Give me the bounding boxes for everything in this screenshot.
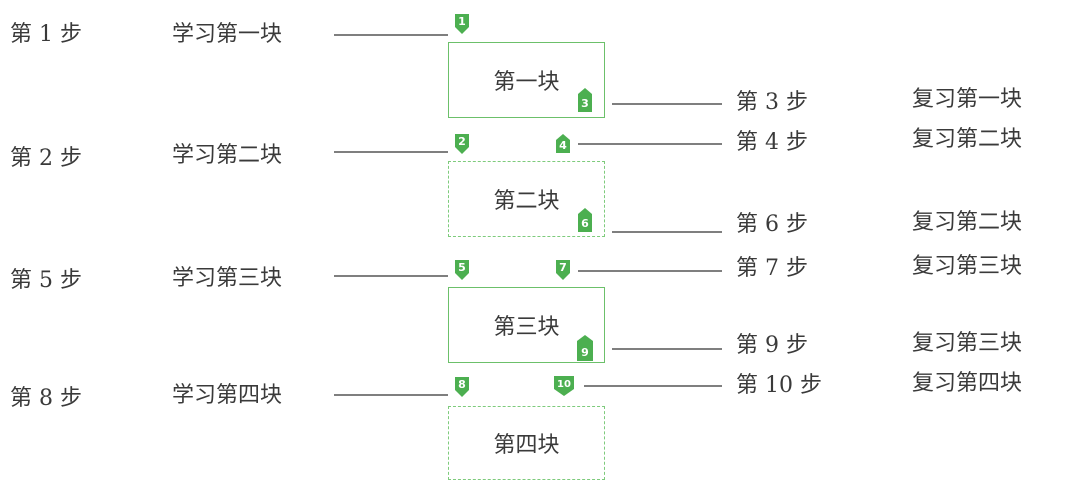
left-step-label: 第 8 步 <box>10 386 82 411</box>
step-marker-3: 3 <box>578 88 592 112</box>
block-2-label: 第二块 <box>493 189 560 214</box>
svg-text:6: 6 <box>581 217 589 230</box>
svg-text:8: 8 <box>458 378 466 391</box>
right-action-label: 复习第三块 <box>912 254 1023 279</box>
block-3: 第三块 <box>448 287 605 363</box>
left-action-label: 学习第一块 <box>172 22 283 47</box>
step-marker-4: 4 <box>556 134 570 153</box>
block-2: 第二块 <box>448 161 605 237</box>
block-4: 第四块 <box>448 406 605 480</box>
left-action-label: 学习第三块 <box>172 266 283 291</box>
right-step-label: 第 9 步 <box>736 333 808 358</box>
step-marker-5: 5 <box>455 260 469 280</box>
left-step-label: 第 1 步 <box>10 22 82 47</box>
right-step-label: 第 10 步 <box>736 373 822 398</box>
step-marker-6: 6 <box>578 208 592 232</box>
svg-text:1: 1 <box>458 15 466 28</box>
left-step-label: 第 2 步 <box>10 146 82 171</box>
step-marker-1: 1 <box>455 14 469 34</box>
right-action-label: 复习第二块 <box>912 127 1023 152</box>
svg-text:5: 5 <box>458 261 466 274</box>
step-marker-8: 8 <box>455 377 469 397</box>
right-step-label: 第 7 步 <box>736 256 808 281</box>
right-action-label: 复习第二块 <box>912 210 1023 235</box>
left-action-label: 学习第二块 <box>172 143 283 168</box>
block-1: 第一块 <box>448 42 605 118</box>
svg-text:9: 9 <box>581 346 589 359</box>
svg-text:3: 3 <box>581 97 589 110</box>
left-step-label: 第 5 步 <box>10 268 82 293</box>
block-1-label: 第一块 <box>493 70 560 95</box>
step-marker-7: 7 <box>556 260 570 280</box>
block-3-label: 第三块 <box>493 315 560 340</box>
right-action-label: 复习第四块 <box>912 371 1023 396</box>
left-action-label: 学习第四块 <box>172 383 283 408</box>
step-marker-10: 10 <box>554 376 574 396</box>
svg-text:4: 4 <box>559 139 567 152</box>
step-marker-2: 2 <box>455 134 469 154</box>
right-step-label: 第 4 步 <box>736 130 808 155</box>
block-4-label: 第四块 <box>493 433 560 458</box>
svg-text:7: 7 <box>559 261 567 274</box>
right-step-label: 第 3 步 <box>736 90 808 115</box>
svg-text:10: 10 <box>557 379 571 390</box>
step-marker-9: 9 <box>577 335 593 361</box>
right-action-label: 复习第一块 <box>912 87 1023 112</box>
right-action-label: 复习第三块 <box>912 331 1023 356</box>
right-step-label: 第 6 步 <box>736 212 808 237</box>
svg-text:2: 2 <box>458 135 466 148</box>
